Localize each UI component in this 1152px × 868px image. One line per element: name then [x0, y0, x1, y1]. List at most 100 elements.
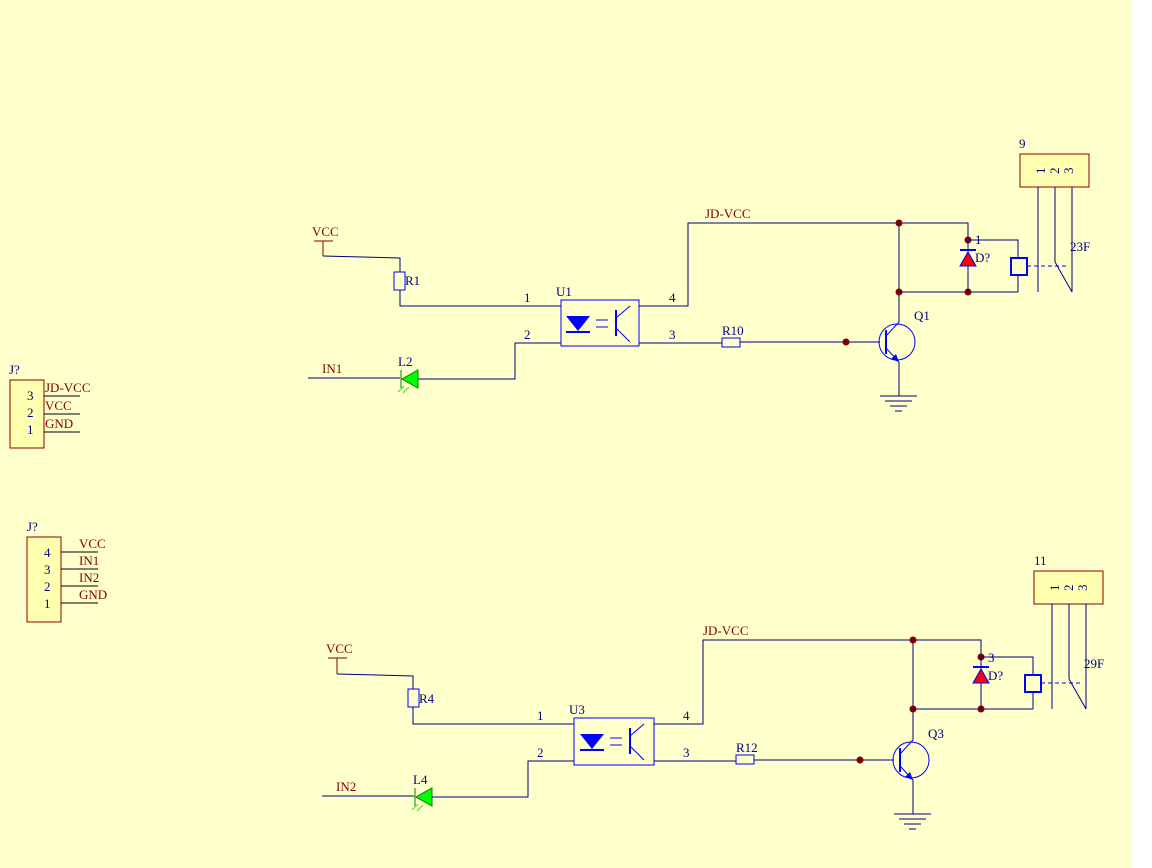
opto-led [580, 734, 604, 749]
opto-pin-1: 1 [524, 290, 531, 305]
opto-pin-1: 1 [537, 708, 544, 723]
connector-body [9, 379, 45, 449]
ground-symbol [894, 813, 931, 830]
connector-pin-1: 1 [44, 596, 51, 611]
wire [399, 290, 561, 307]
net-label-vcc: VCC [45, 398, 72, 413]
transistor-label: Q1 [914, 308, 930, 323]
opto-pin-3: 3 [669, 327, 676, 342]
junction-dot [909, 636, 917, 644]
wire [336, 673, 414, 689]
wire [968, 239, 1019, 258]
ground-symbol [880, 395, 917, 412]
transistor-q1 [878, 321, 916, 363]
relay-switch-arm [1054, 261, 1073, 293]
transistor-arrow [905, 772, 913, 780]
wire [412, 707, 574, 725]
led-ray [397, 385, 405, 393]
connector-pin-2: 2 [27, 405, 34, 420]
net-label-gnd: GND [79, 587, 107, 602]
net-label-gnd: GND [45, 416, 73, 431]
led-label: L2 [398, 354, 412, 369]
wire [639, 222, 969, 307]
diode-body [959, 250, 977, 267]
wire [322, 255, 401, 272]
relay-channel-2: VCC R4 1 IN2 L4 2 U3 4 [322, 553, 1104, 830]
opto-led [566, 316, 590, 331]
net-label-jd-vcc: JD-VCC [45, 380, 91, 395]
net-label-in2: IN2 [336, 779, 356, 794]
power-port-vcc: VCC [312, 224, 339, 239]
connector-body [26, 536, 62, 623]
junction-dot [842, 338, 850, 346]
diode-body [972, 667, 990, 684]
transistor-q3 [892, 739, 930, 781]
opto-pin-2: 2 [524, 327, 531, 342]
power-port-vcc: VCC [326, 641, 353, 656]
net-label-vcc: VCC [79, 536, 106, 551]
opto-pin-3: 3 [683, 745, 690, 760]
optocoupler-u3 [573, 717, 655, 766]
net-label-in1: IN1 [79, 553, 99, 568]
diode-label: D? [988, 668, 1003, 683]
opto-transistor-emitter [629, 745, 645, 761]
header-pin-3: 3 [1075, 585, 1090, 592]
diode-d [959, 249, 977, 267]
resistor-label: R4 [419, 691, 435, 706]
wire [981, 656, 1034, 675]
net-label-in2: IN2 [79, 570, 99, 585]
header-label: 9 [1019, 136, 1026, 151]
opto-label: U1 [556, 284, 572, 299]
transistor-collector [899, 739, 914, 755]
header-pin-1: 1 [1047, 585, 1062, 592]
opto-label: U3 [569, 702, 585, 717]
relay-switch-arm [1068, 678, 1087, 710]
junction-dot [856, 756, 864, 764]
connector-pin-2: 2 [44, 579, 51, 594]
header-label: 11 [1034, 553, 1047, 568]
transistor-collector [885, 321, 900, 337]
header-pin-2: 2 [1047, 168, 1062, 175]
connector-pin-1: 1 [27, 422, 34, 437]
opto-transistor-collector [629, 723, 645, 737]
connector-ref: J? [9, 362, 20, 377]
led-ray [402, 386, 410, 394]
resistor-label: R1 [405, 273, 420, 288]
opto-body [560, 299, 640, 347]
header-pin-3: 3 [1061, 168, 1076, 175]
wire [654, 639, 982, 725]
opto-pin-2: 2 [537, 745, 544, 760]
opto-transistor-emitter [615, 327, 631, 343]
relay-channel-1: VCC R1 1 IN1 L2 2 U1 [308, 136, 1090, 412]
led-ray [416, 804, 424, 812]
diode-d [972, 666, 990, 684]
relay-label: 23F [1070, 239, 1090, 254]
connector-j-3pin: J? 3 2 1 JD-VCC VCC GND [9, 362, 91, 449]
led-label: L4 [413, 772, 428, 787]
net-label-jd-vcc: JD-VCC [703, 623, 749, 638]
net-label-in1: IN1 [322, 361, 342, 376]
transistor-arrow [891, 354, 899, 362]
optocoupler-u1 [560, 299, 640, 347]
relay-header [1019, 153, 1090, 188]
led-ray [411, 803, 419, 811]
junction-dot [895, 219, 903, 227]
diode-label: D? [975, 250, 990, 265]
net-label-jd-vcc: JD-VCC [705, 206, 751, 221]
resistor-label: R10 [722, 323, 744, 338]
wire [418, 342, 561, 380]
connector-ref: J? [27, 519, 38, 534]
header-pin-1: 1 [1033, 168, 1048, 175]
opto-pin-4: 4 [683, 708, 690, 723]
opto-body [573, 717, 655, 766]
connector-j-4pin: J? 4 3 2 1 VCC IN1 IN2 GND [26, 519, 107, 623]
connector-pin-4: 4 [44, 545, 51, 560]
header-pin-2: 2 [1061, 585, 1076, 592]
resistor-label: R12 [736, 740, 758, 755]
relay-label: 29F [1084, 656, 1104, 671]
wire [432, 760, 574, 798]
transistor-label: Q3 [928, 726, 944, 741]
